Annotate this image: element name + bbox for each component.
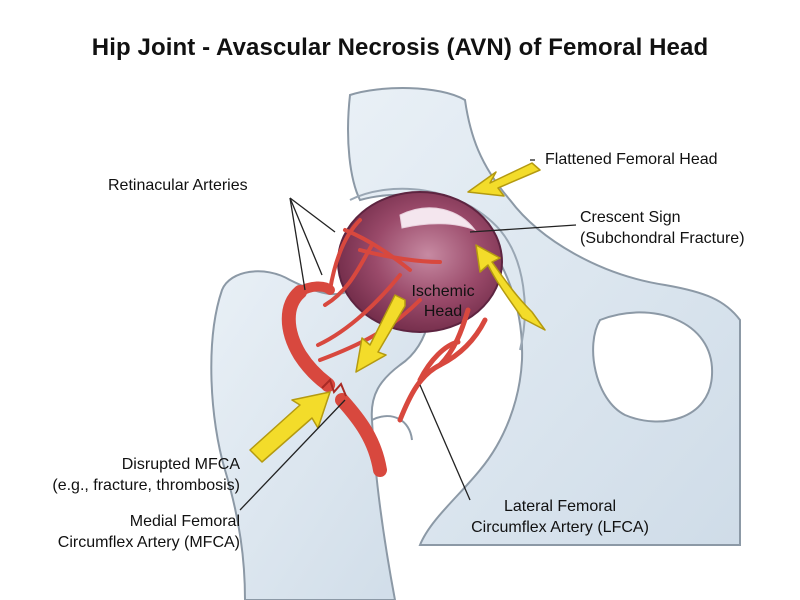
flattened-head-arrow (467, 162, 541, 197)
page-title: Hip Joint - Avascular Necrosis (AVN) of … (91, 34, 709, 61)
label-flattened-femoral-head: Flattened Femoral Head (545, 151, 718, 168)
leader-lines (239, 159, 577, 511)
label-mfca-1: Medial Femoral (129, 513, 240, 530)
arrows (249, 162, 546, 463)
crescent-arrow (475, 244, 546, 331)
mfca-disruption-mark (321, 378, 347, 397)
ischemic-head-arrow (355, 294, 406, 373)
label-lfca-2: Circumflex Artery (LFCA) (471, 519, 649, 536)
lesser-trochanter (371, 415, 413, 441)
label-ischemic-head-1: Ischemic (411, 283, 475, 300)
label-mfca-2: Circumflex Artery (MFCA) (57, 534, 240, 551)
obturator-foramen (592, 311, 714, 423)
retinacular-arteries (316, 218, 442, 362)
label-crescent-sign: Crescent Sign (580, 209, 681, 226)
label-crescent-sign-sub: (Subchondral Fracture) (580, 230, 745, 247)
crescent-sign-mark (399, 207, 477, 232)
label-lfca-1: Lateral Femoral (503, 498, 617, 515)
label-disrupted-mfca-sub: (e.g., fracture, thrombosis) (52, 477, 240, 494)
label-ischemic-head-2: Head (423, 303, 463, 320)
lfca-artery (397, 307, 488, 423)
label-disrupted-mfca: Disrupted MFCA (121, 456, 240, 473)
label-retinacular-arteries: Retinacular Arteries (108, 177, 248, 194)
disrupted-mfca-arrow (249, 391, 331, 463)
